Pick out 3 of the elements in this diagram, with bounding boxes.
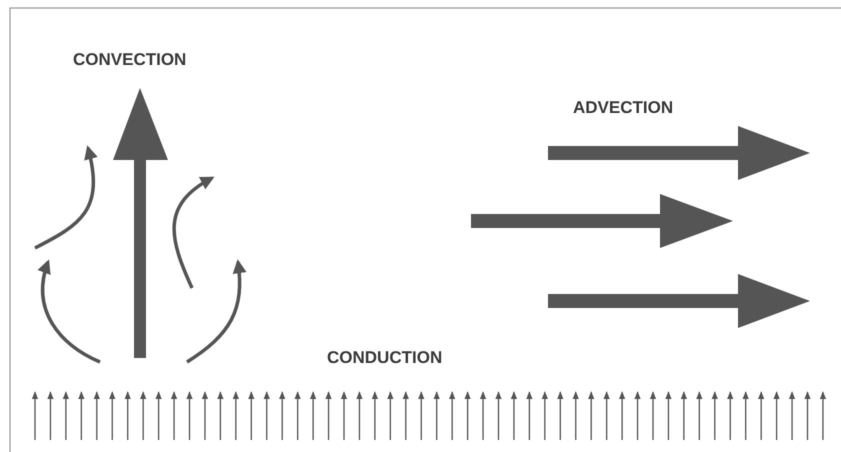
convection-label: CONVECTION: [73, 50, 186, 70]
conduction-label: CONDUCTION: [327, 348, 442, 368]
advection-label: ADVECTION: [573, 98, 674, 118]
